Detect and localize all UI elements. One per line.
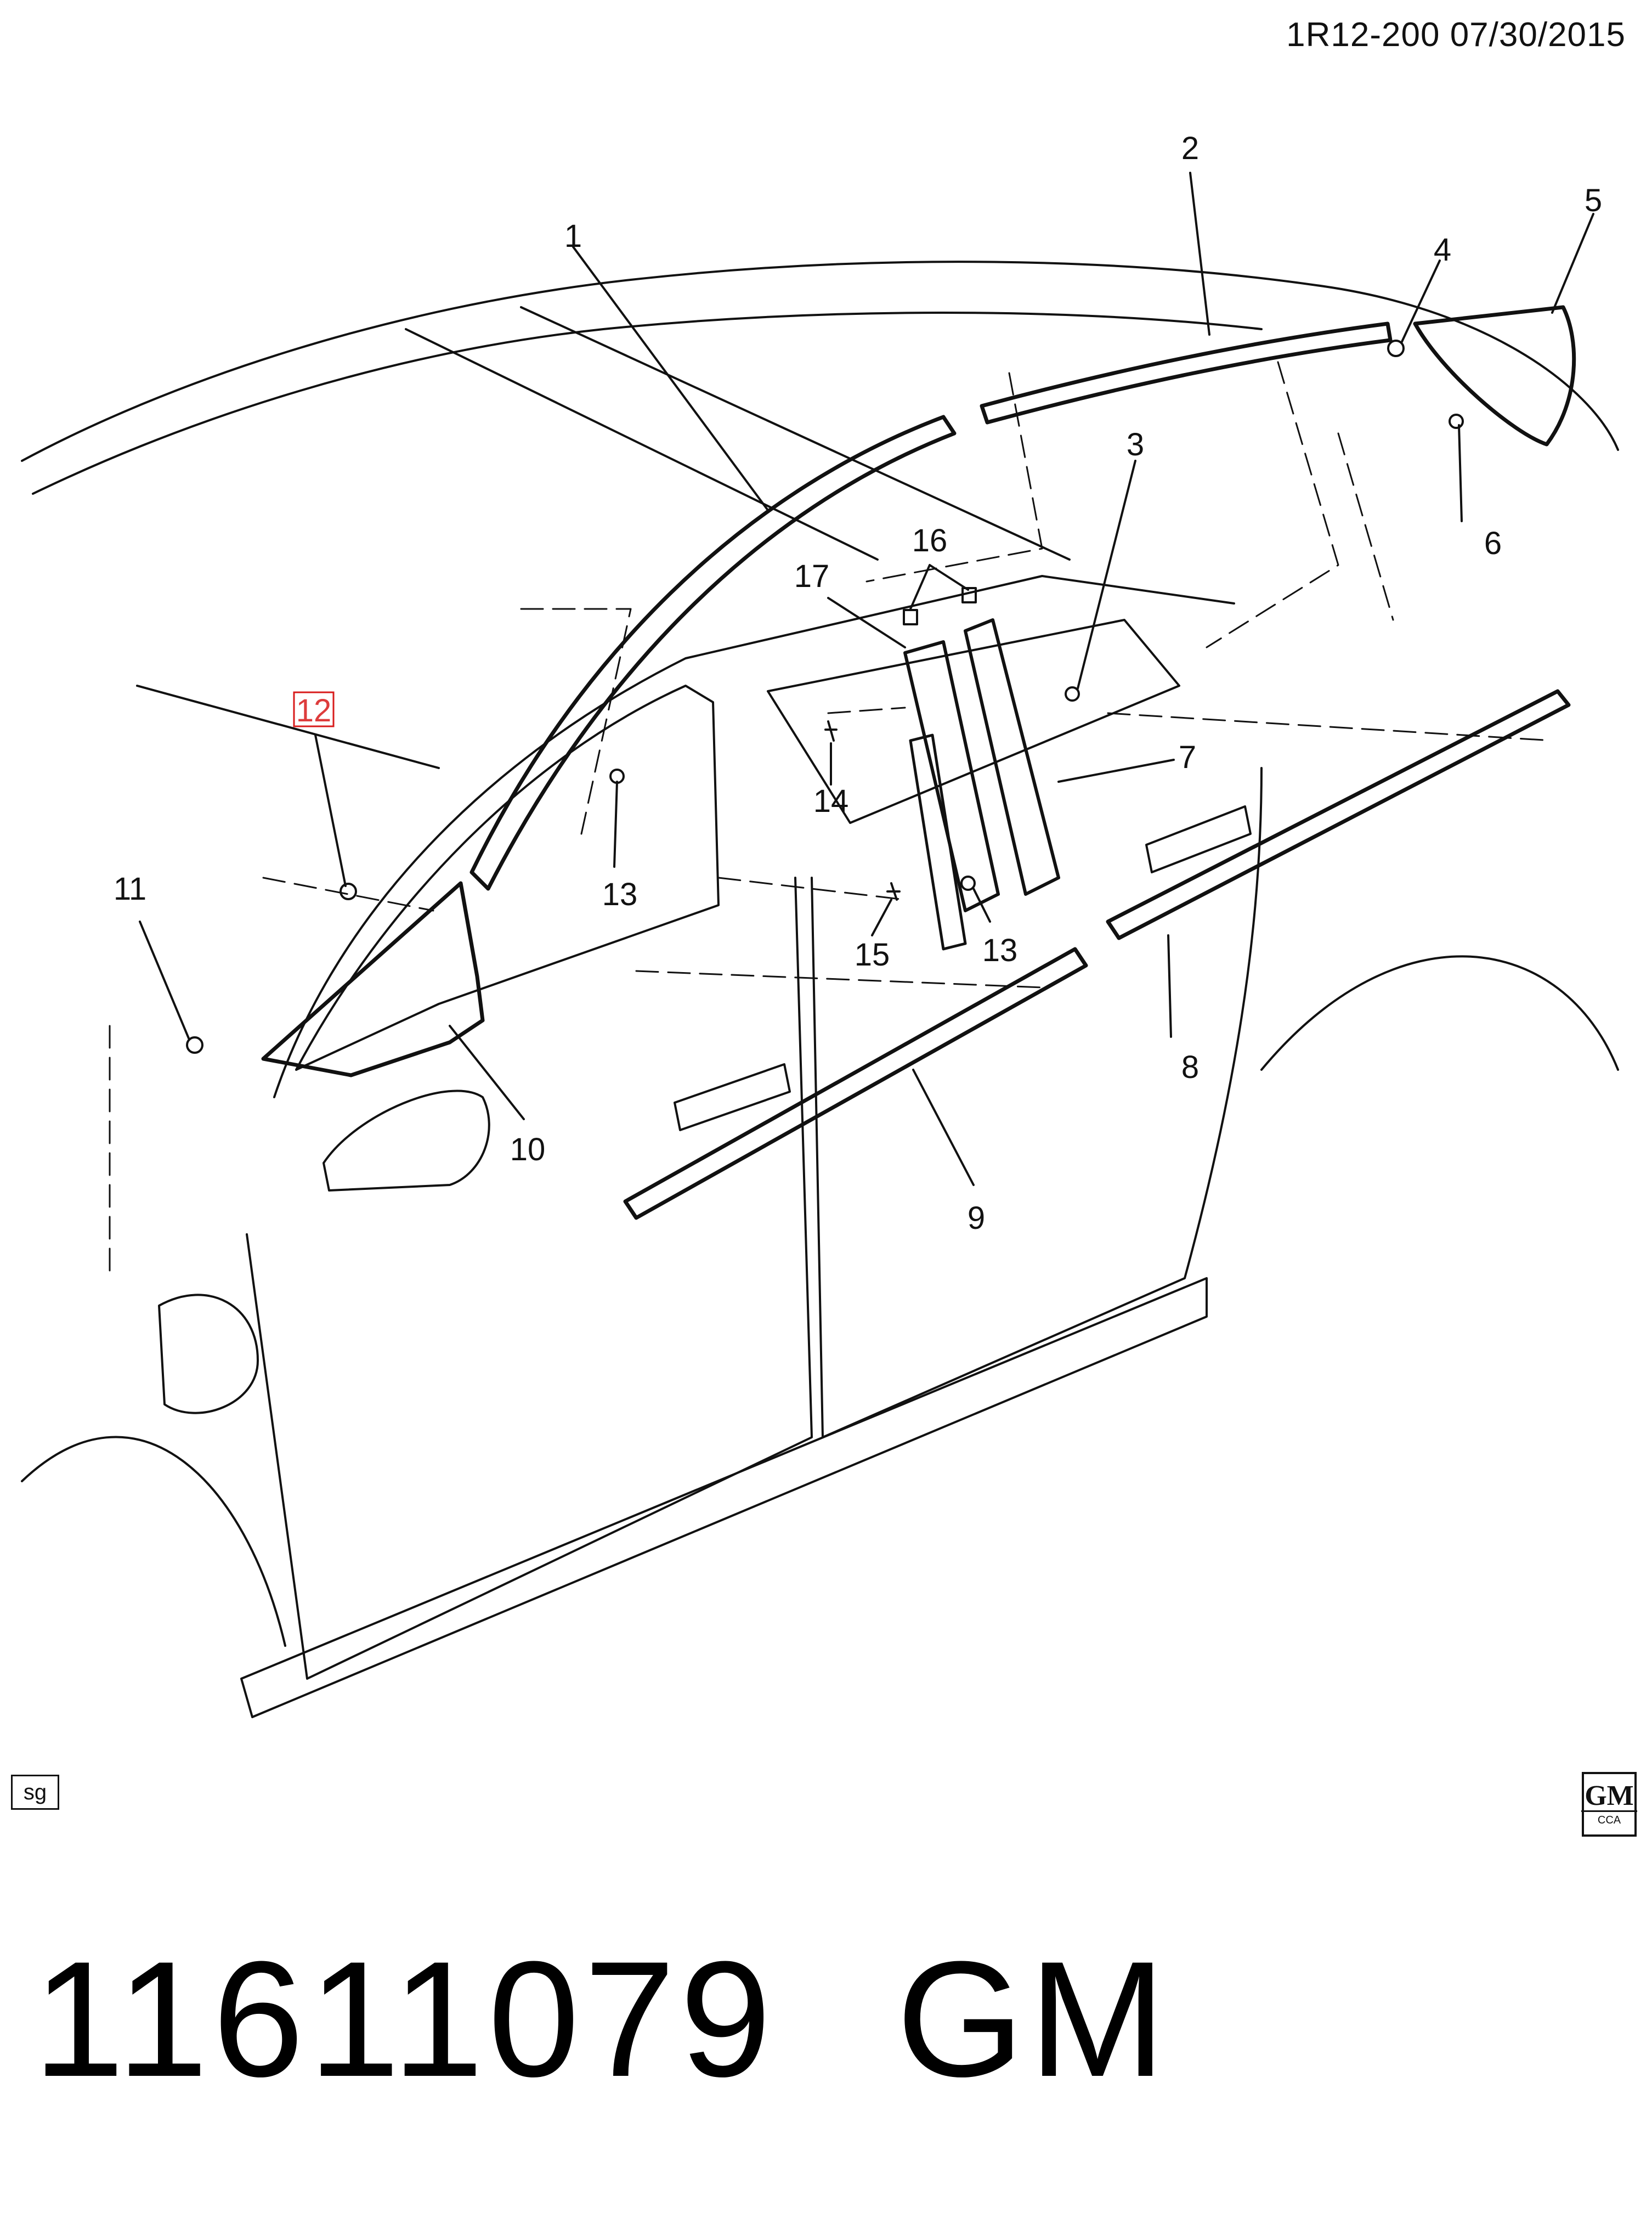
part-number: 11611079: [33, 1927, 776, 2111]
callout-3: 3: [1127, 427, 1144, 462]
gm-cca-logo: GM CCA: [1581, 1772, 1637, 1837]
roof-outline: [21, 261, 1619, 462]
callout-17: 17: [794, 558, 830, 594]
rear-door: [811, 767, 1263, 1438]
clip-16a: [903, 609, 918, 625]
callout-12-highlight-box: [293, 691, 335, 727]
callout-10: 10: [510, 1132, 546, 1167]
front-wheel-arch: [21, 1436, 286, 1647]
sunroof-edge: [405, 306, 1071, 561]
side-mirror: [323, 1089, 490, 1192]
fuel-door: [158, 1294, 259, 1414]
front-door-handle: [674, 1063, 791, 1131]
roof-inner: [32, 312, 1263, 495]
callout-16: 16: [912, 523, 948, 558]
sg-badge: sg: [11, 1775, 59, 1810]
fastener-12: [340, 883, 357, 900]
clip-16b: [961, 587, 977, 603]
callout-6: 6: [1484, 526, 1502, 561]
rear-window: [767, 619, 1180, 824]
callout-5: 5: [1585, 183, 1602, 218]
callout-2: 2: [1181, 131, 1199, 166]
exploded-parts-diagram: 1 2 3 4 5 6 7 8 9 10 11 12 13 13 14 15 1…: [21, 131, 1619, 1718]
part-9-molding: [623, 947, 1088, 1220]
callout-9: 9: [968, 1200, 985, 1236]
part-2-molding: [980, 321, 1393, 425]
hood-line: [136, 685, 440, 769]
fastener-6: [1449, 414, 1464, 429]
callout-1: 1: [564, 218, 582, 254]
cca-logo-text: CCA: [1597, 1814, 1621, 1826]
front-window: [295, 685, 720, 1071]
clip-14: [824, 720, 838, 742]
callout-14: 14: [813, 783, 849, 819]
fastener-3: [1065, 686, 1080, 702]
fastener-11: [186, 1036, 203, 1054]
rear-wheel-arch: [1260, 955, 1619, 1071]
b-pillar-bracket: [909, 733, 967, 951]
rocker-panel: [240, 1277, 1208, 1718]
callout-8: 8: [1181, 1049, 1199, 1085]
fastener-4: [1387, 340, 1405, 357]
windshield-frame: [273, 575, 1235, 1098]
part-17-applique: [903, 640, 1000, 912]
callout-11: 11: [114, 871, 146, 907]
callout-13a: 13: [602, 877, 638, 912]
diagram-code-date: 1R12-200 07/30/2015: [1286, 16, 1626, 54]
clip-15: [886, 882, 901, 901]
part-10-applique: [261, 881, 485, 1077]
callout-4: 4: [1434, 232, 1451, 268]
fastener-13b: [960, 876, 976, 891]
gm-logo-text: GM: [1581, 1782, 1637, 1812]
callout-15: 15: [855, 937, 890, 973]
brand-name: GM: [896, 1927, 1170, 2111]
part-1-molding: [469, 415, 957, 891]
part-7-applique: [964, 618, 1060, 896]
front-door: [246, 877, 813, 1680]
rear-door-handle: [1145, 805, 1252, 873]
callout-13b: 13: [982, 933, 1018, 968]
callout-7: 7: [1179, 739, 1196, 775]
part-5-applique: [1413, 305, 1576, 447]
part-8-molding: [1106, 689, 1571, 940]
callout-12-highlighted: 12: [296, 693, 332, 729]
